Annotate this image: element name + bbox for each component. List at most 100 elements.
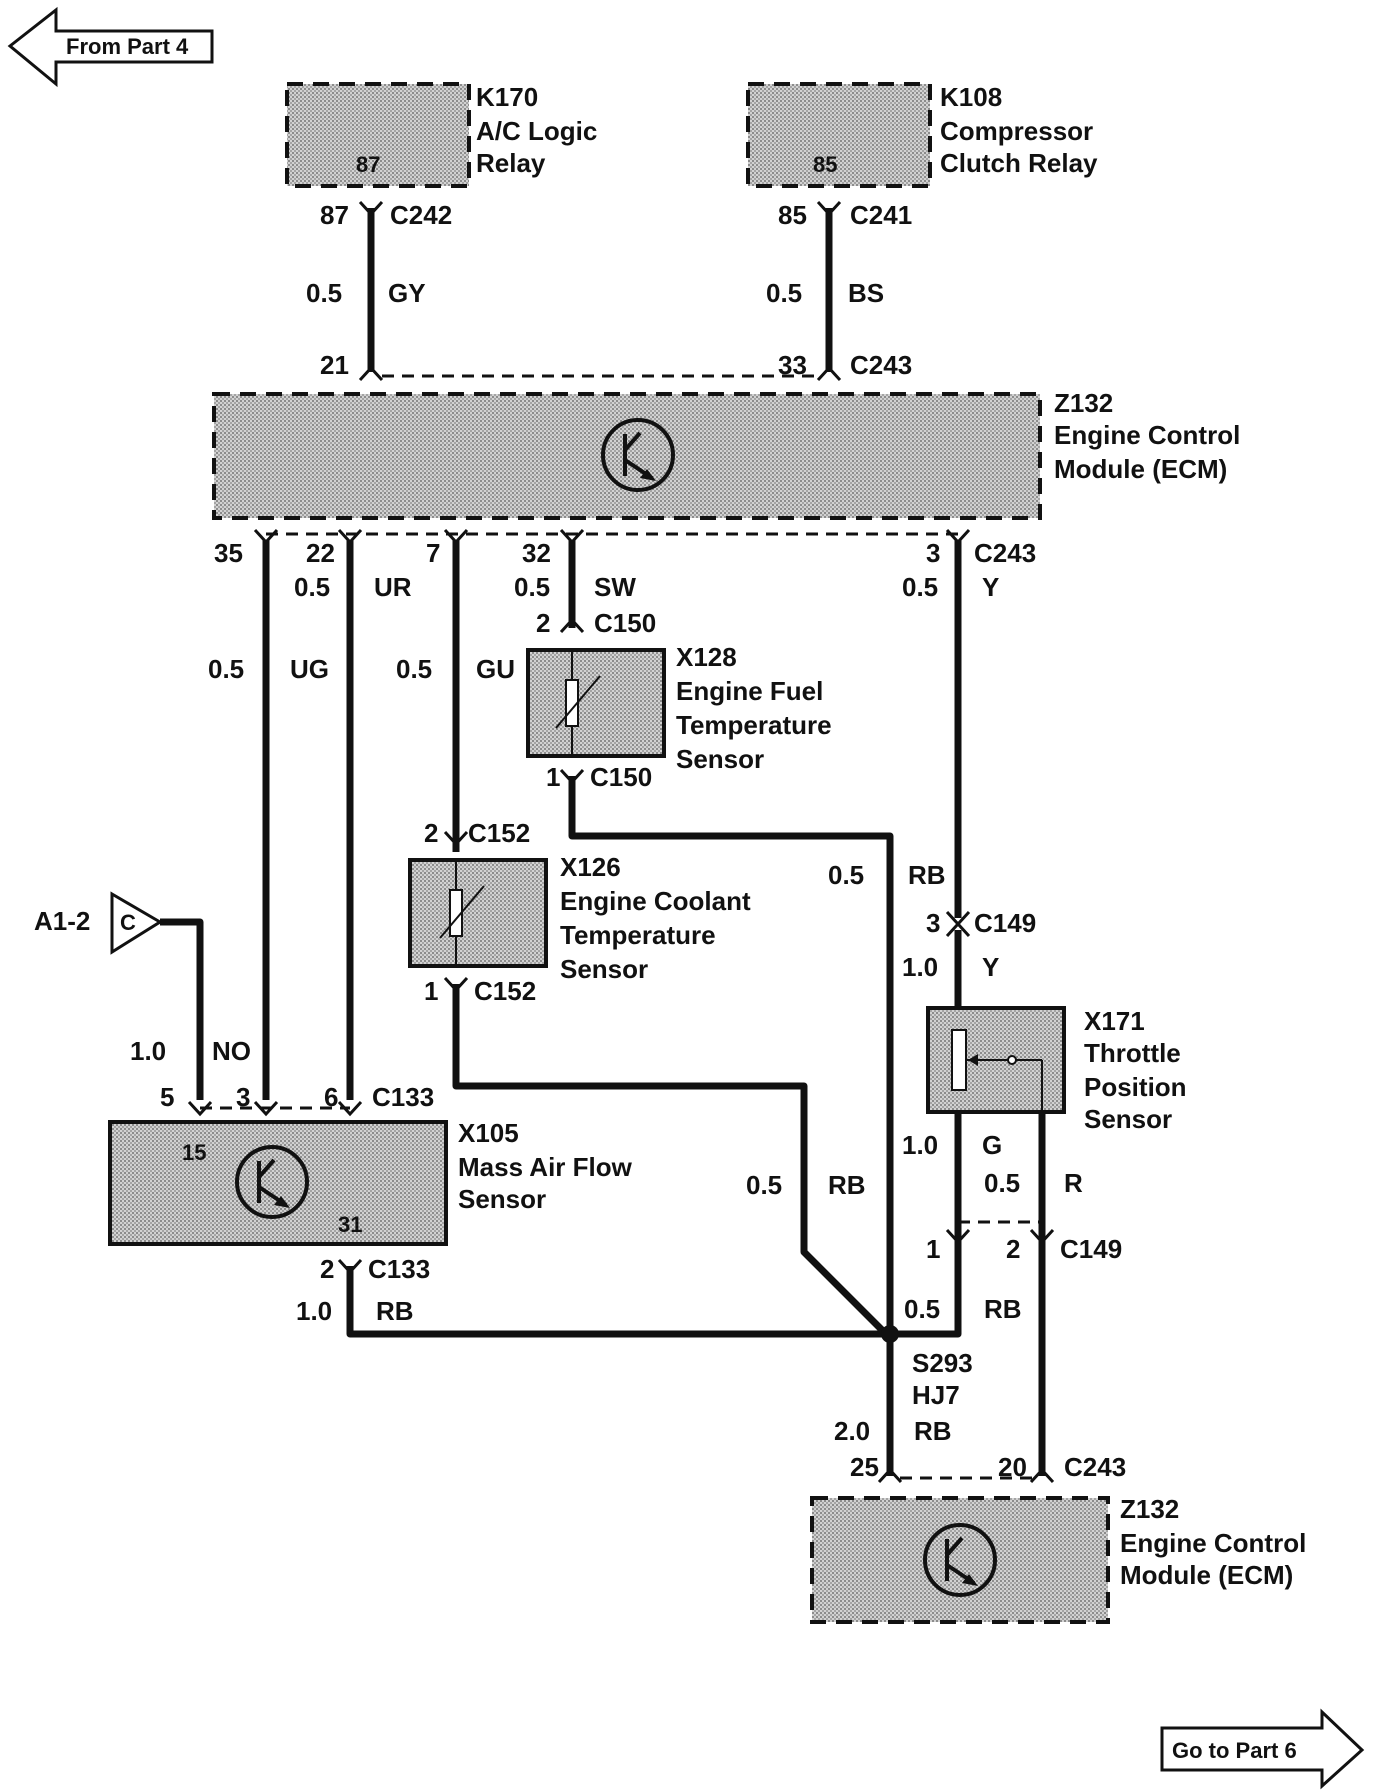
pin-1-c150: 1 <box>546 762 560 792</box>
ecm-top-name-line1: Engine Control <box>1054 420 1240 450</box>
r-size: 0.5 <box>984 1168 1020 1198</box>
rb4-size: 0.5 <box>904 1294 940 1324</box>
x126-name-line3: Sensor <box>560 954 648 984</box>
rb2-size: 0.5 <box>746 1170 782 1200</box>
ecm-bottom-id: Z132 <box>1120 1494 1179 1524</box>
pin-3-c133: 3 <box>236 1082 250 1112</box>
x126-ground-wire <box>443 976 889 1337</box>
ecm-bottom: Z132 Engine Control Module (ECM) <box>810 1494 1306 1624</box>
pin-33: 33 <box>778 350 807 380</box>
x128-id: X128 <box>676 642 737 672</box>
x105-pin-b: 31 <box>338 1212 362 1237</box>
k170-name-line2: Relay <box>476 148 546 178</box>
c133-pin3-terminal <box>253 1100 279 1117</box>
pin-1-c152: 1 <box>424 976 438 1006</box>
x105-pin-a: 15 <box>182 1140 206 1165</box>
y-top-size: 0.5 <box>902 572 938 602</box>
pin-32: 32 <box>522 538 551 568</box>
ug-color: UG <box>290 654 329 684</box>
s293-id: S293 <box>912 1348 973 1378</box>
pin-2-c150: 2 <box>536 608 550 638</box>
x128-ground-wire <box>559 768 894 1332</box>
sw-wire <box>559 528 585 634</box>
pin-5: 5 <box>160 1082 174 1112</box>
rb5-size: 2.0 <box>834 1416 870 1446</box>
rb3-color: RB <box>376 1296 414 1326</box>
transistor-icon <box>923 1523 997 1597</box>
x126-id: X126 <box>560 852 621 882</box>
pin-2-c149: 2 <box>1006 1234 1020 1264</box>
x128-sensor: X128 Engine Fuel Temperature Sensor <box>526 642 832 774</box>
c243-bottom-label: C243 <box>1064 1452 1126 1482</box>
k170-pin: 87 <box>356 152 380 177</box>
x128-name-line3: Sensor <box>676 744 764 774</box>
rb3-wire <box>337 1258 890 1338</box>
bs-color: BS <box>848 278 884 308</box>
c152-top-label: C152 <box>468 818 530 848</box>
pin-2-c133: 2 <box>320 1254 334 1284</box>
g-color: G <box>982 1130 1002 1160</box>
k108-name-line2: Clutch Relay <box>940 148 1098 178</box>
c241-label: C241 <box>850 200 912 230</box>
a1-2-letter: C <box>120 910 136 935</box>
transistor-icon <box>601 418 675 492</box>
k108-name-line1: Compressor <box>940 116 1093 146</box>
g-size: 1.0 <box>902 1130 938 1160</box>
from-part-4-arrow[interactable]: From Part 4 <box>7 6 214 88</box>
x128-name-line1: Engine Fuel <box>676 676 823 706</box>
c243-pin20-terminal <box>1029 1467 1055 1484</box>
y-bottom-size: 1.0 <box>902 952 938 982</box>
x128-name-line2: Temperature <box>676 710 832 740</box>
rb2-color: RB <box>828 1170 866 1200</box>
a1-2-connector-icon[interactable]: C <box>110 891 163 955</box>
c150-bottom-label: C150 <box>590 762 652 792</box>
ecm-top-id: Z132 <box>1054 388 1113 418</box>
pin-22: 22 <box>306 538 335 568</box>
r-color: R <box>1064 1168 1083 1198</box>
c243-top-label: C243 <box>850 350 912 380</box>
y-bottom-color: Y <box>982 952 999 982</box>
pin-35: 35 <box>214 538 243 568</box>
pin-20: 20 <box>998 1452 1027 1482</box>
c149-top-label: C149 <box>974 908 1036 938</box>
x171-name-line3: Sensor <box>1084 1104 1172 1134</box>
ug-size: 0.5 <box>208 654 244 684</box>
rb1-size: 0.5 <box>828 860 864 890</box>
g-wire <box>890 1112 971 1338</box>
thermistor-icon <box>439 860 485 966</box>
k108-id: K108 <box>940 82 1002 112</box>
k108-relay: 85 K108 Compressor Clutch Relay <box>746 82 1098 188</box>
r-wire <box>1029 1112 1055 1476</box>
pin-85: 85 <box>778 200 807 230</box>
ecm-top: Z132 Engine Control Module (ECM) <box>212 388 1240 520</box>
go-to-part-6-arrow[interactable]: Go to Part 6 <box>1160 1708 1365 1790</box>
c133-bottom-label: C133 <box>368 1254 430 1284</box>
c152-bottom-label: C152 <box>474 976 536 1006</box>
x171-sensor: X171 Throttle Position Sensor <box>926 1006 1187 1134</box>
pin-2-c152: 2 <box>424 818 438 848</box>
pin-87: 87 <box>320 200 349 230</box>
c243-pin25-terminal <box>877 1467 903 1484</box>
sw-size: 0.5 <box>514 572 550 602</box>
pin-21: 21 <box>320 350 349 380</box>
pin-6: 6 <box>324 1082 338 1112</box>
gu-wire <box>443 528 469 852</box>
a1-2-label: A1-2 <box>34 906 90 936</box>
c150-top-label: C150 <box>594 608 656 638</box>
c243-mid-label: C243 <box>974 538 1036 568</box>
ug-wire <box>253 528 279 1100</box>
x105-id: X105 <box>458 1118 519 1148</box>
gu-color: GU <box>476 654 515 684</box>
rb5-color: RB <box>914 1416 952 1446</box>
x171-name-line1: Throttle <box>1084 1038 1181 1068</box>
s293-harness: HJ7 <box>912 1380 960 1410</box>
x105-name-line2: Sensor <box>458 1184 546 1214</box>
from-part-label: From Part 4 <box>66 34 189 59</box>
rb3-size: 1.0 <box>296 1296 332 1326</box>
ecm-top-name-line2: Module (ECM) <box>1054 454 1227 484</box>
ur-wire <box>337 528 363 1100</box>
x126-sensor: X126 Engine Coolant Temperature Sensor <box>408 852 751 984</box>
potentiometer-icon <box>951 1029 1043 1112</box>
pin-3-c149: 3 <box>926 908 940 938</box>
